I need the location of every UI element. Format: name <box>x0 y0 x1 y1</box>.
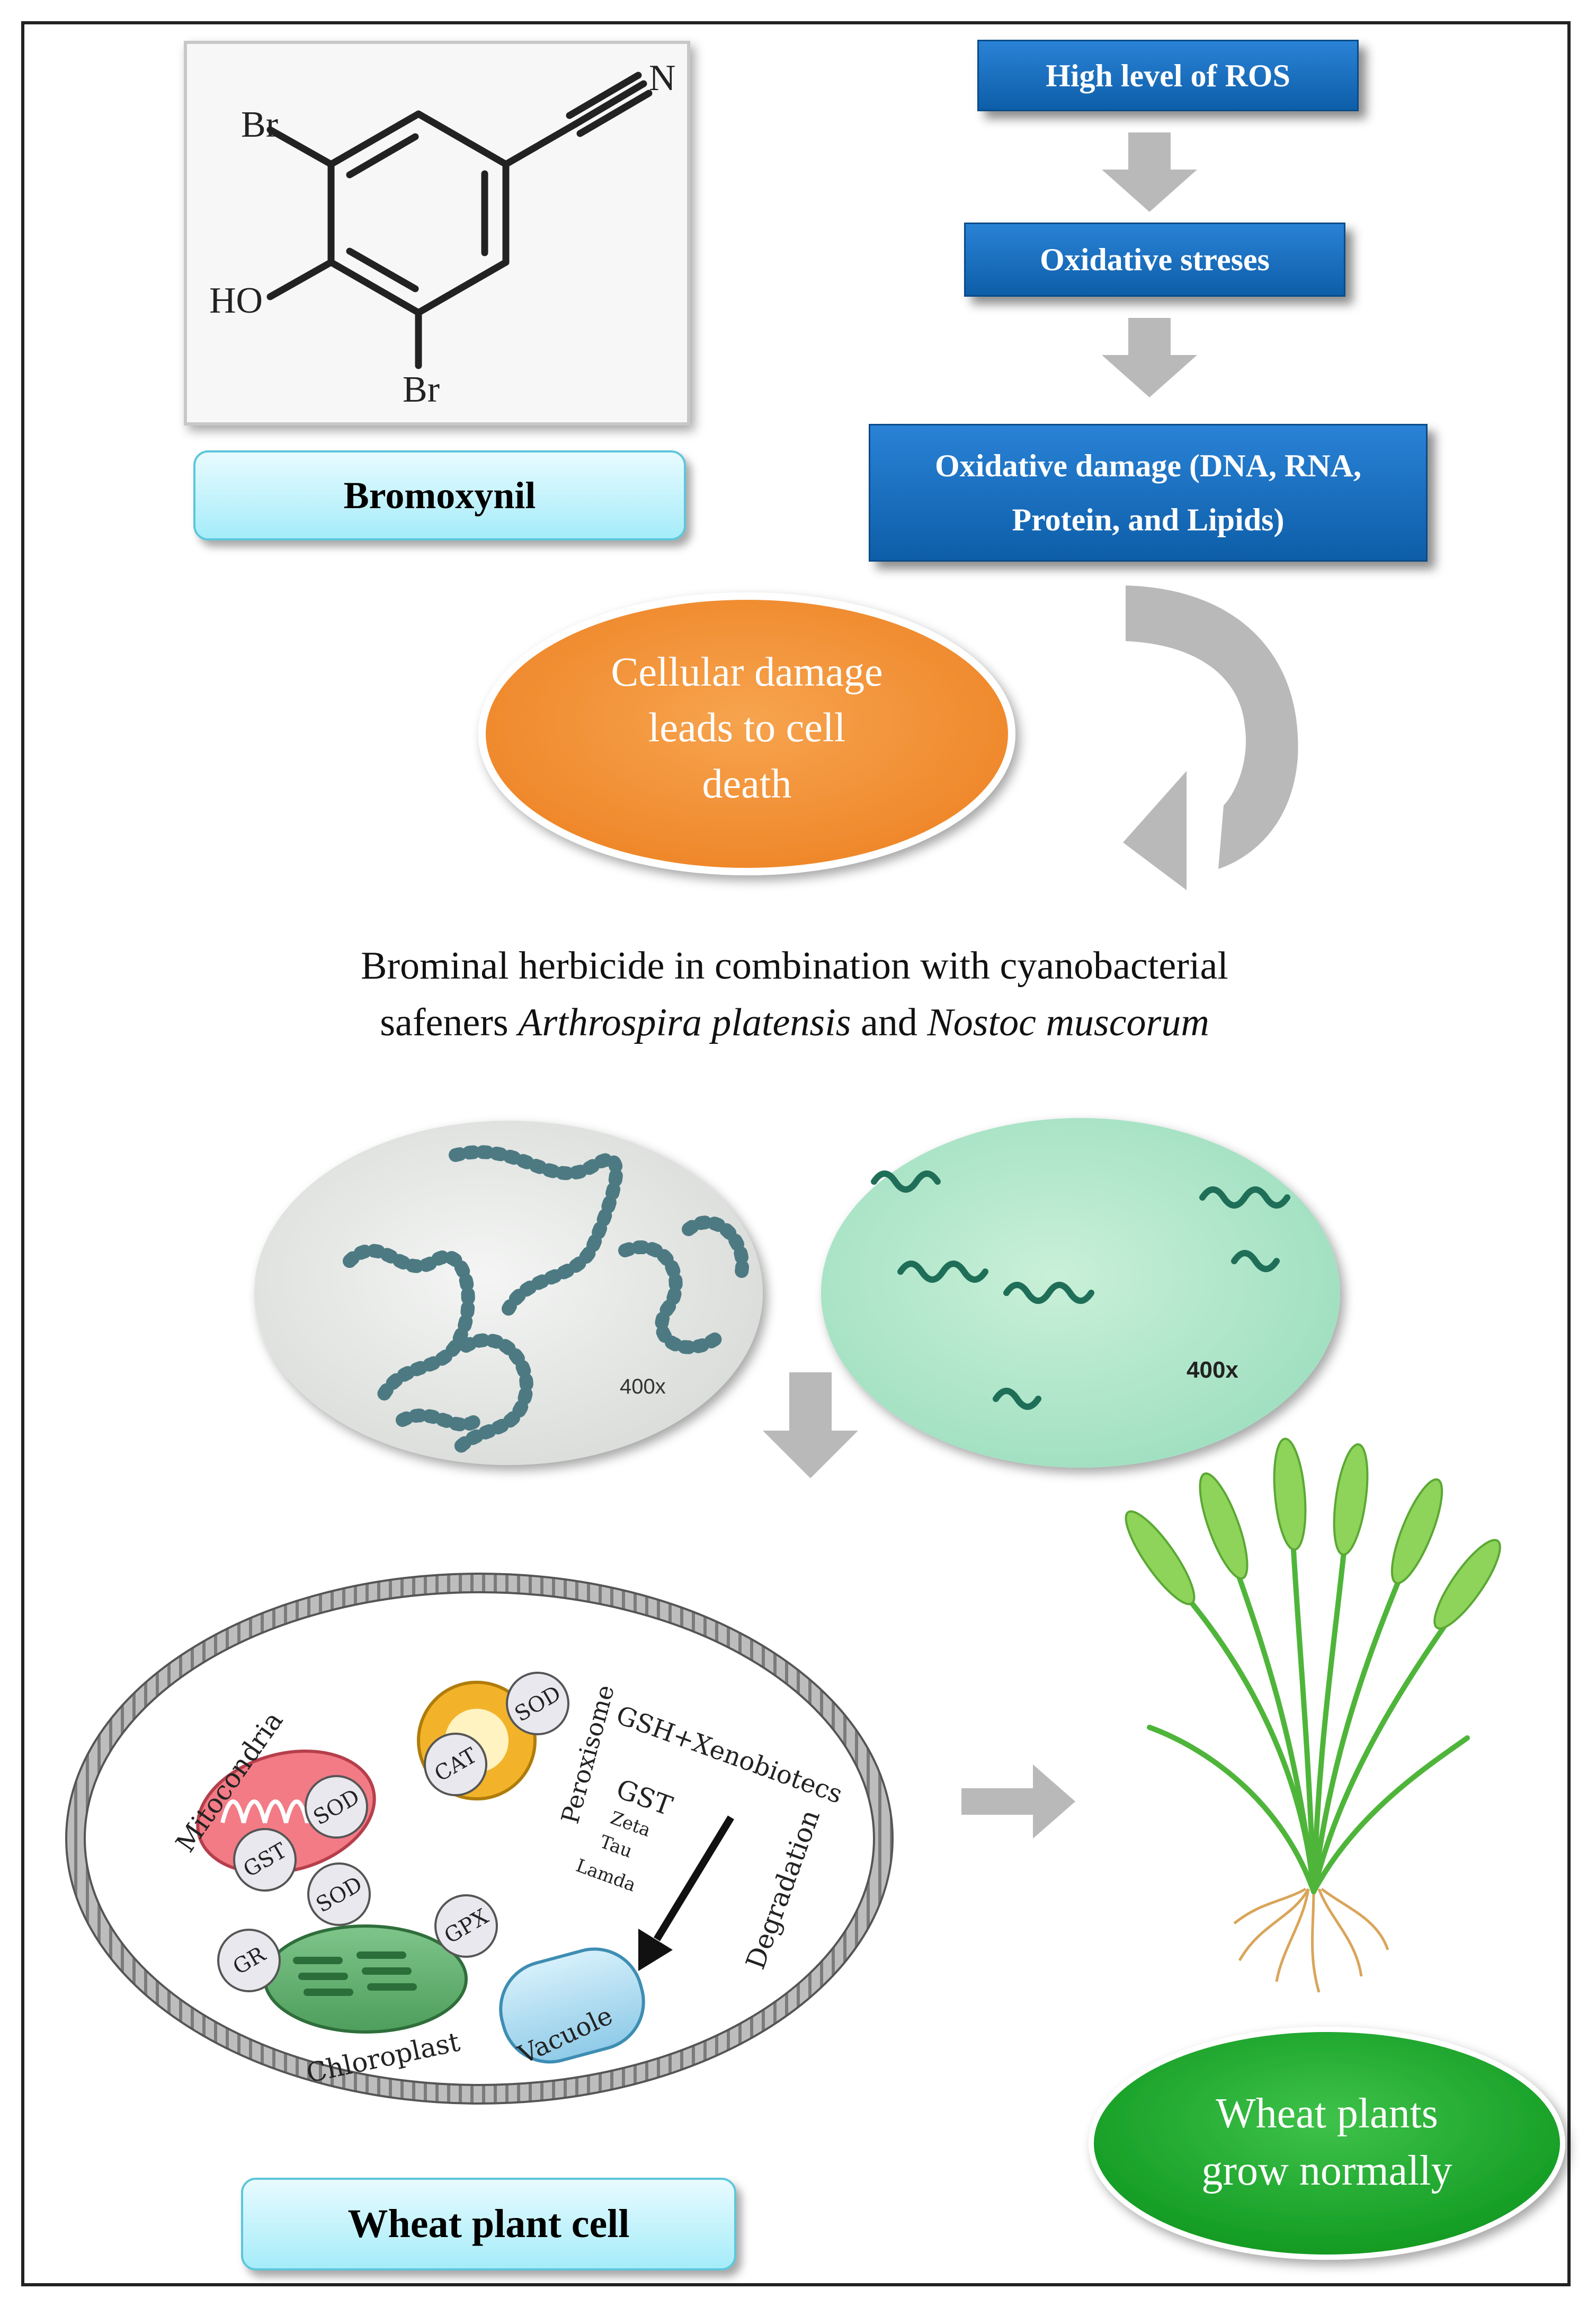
bubble-cat <box>424 1733 487 1796</box>
oxidative-stress-box: Oxidative streses <box>964 223 1345 297</box>
figure-border <box>21 21 1571 2286</box>
down-arrow-2 <box>1102 318 1197 397</box>
cell-death-text: Cellular damage leads to cell death <box>535 644 959 811</box>
down-arrow-3 <box>763 1372 858 1478</box>
benzene-ring <box>266 72 653 369</box>
wheat-roots <box>1233 1887 1389 1993</box>
arthrospira-magnification: 400x <box>1187 1357 1238 1383</box>
oxidative-damage-box: Oxidative damage (DNA, RNA, Protein, and… <box>869 424 1428 562</box>
bubble-gpx <box>434 1894 498 1958</box>
arthrospira-micrograph: 400x <box>821 1118 1340 1468</box>
degradation-arrow <box>638 1815 734 1971</box>
enzyme-bubbles <box>217 1672 569 1992</box>
bubble-sod-chloro <box>307 1862 371 1926</box>
bromoxynil-label-box: Bromoxynil <box>193 450 686 540</box>
cell-death-line1: Cellular damage <box>611 649 883 695</box>
wheat-grow-text: Wheat plants grow normally <box>1126 2085 1528 2199</box>
wheat-stems <box>1147 1529 1470 1894</box>
down-arrow-1 <box>1102 132 1197 212</box>
nostoc-micrograph: 400x <box>254 1121 763 1465</box>
right-arrow <box>961 1764 1075 1839</box>
bubble-sod-mito <box>305 1775 368 1839</box>
vacuole <box>499 1947 645 2064</box>
chloroplast <box>263 1924 468 2034</box>
atom-br-bottom: Br <box>403 369 440 410</box>
combination-caption: Brominal herbicide in combination with c… <box>159 938 1430 1052</box>
ros-box-text: High level of ROS <box>1046 58 1290 93</box>
wheat-cell-label-box: Wheat plant cell <box>241 2178 736 2270</box>
oxidative-damage-line2: Protein, and Lipids) <box>1012 502 1285 537</box>
wheat-plant-illustration <box>1125 1437 1501 1993</box>
bromoxynil-structure-panel: Br N HO Br <box>184 41 690 425</box>
caption-and: and <box>851 1001 928 1045</box>
wheat-grow-line2: grow normally <box>1201 2148 1452 2194</box>
atom-hydroxyl: HO <box>209 280 263 321</box>
bromoxynil-label: Bromoxynil <box>343 474 536 517</box>
species-arthrospira: Arthrospira platensis <box>518 1001 851 1045</box>
cell-death-line2: leads to cell <box>648 704 846 751</box>
caption-line2: safeners Arthrospira platensis and Nosto… <box>159 995 1430 1051</box>
nostoc-magnification: 400x <box>620 1375 666 1398</box>
bubble-sod-perox <box>506 1672 569 1735</box>
wheat-ears <box>1125 1437 1501 1630</box>
cell-death-oval <box>478 592 1015 875</box>
caption-prefix: safeners <box>380 1001 519 1045</box>
bubble-gr <box>217 1929 281 1992</box>
curved-arrow <box>1123 585 1298 890</box>
bubble-gst <box>233 1828 297 1892</box>
cell-death-line3: death <box>702 760 792 806</box>
ros-box: High level of ROS <box>977 40 1359 111</box>
oxidative-stress-box-text: Oxidative streses <box>1040 242 1270 277</box>
oxidative-damage-line1: Oxidative damage (DNA, RNA, <box>935 448 1361 483</box>
atom-nitrogen: N <box>649 58 676 99</box>
wheat-grow-line1: Wheat plants <box>1216 2090 1438 2137</box>
flow-arrows <box>1102 132 1197 397</box>
plant-cell-diagram: Mitocondria Peroxisome Chloroplast Vacuo… <box>65 1573 894 2105</box>
atom-br-top: Br <box>241 104 278 145</box>
wheat-grow-oval <box>1089 2027 1565 2260</box>
species-nostoc: Nostoc muscorum <box>927 1001 1209 1045</box>
wheat-cell-label: Wheat plant cell <box>347 2202 630 2246</box>
caption-line1: Brominal herbicide in combination with c… <box>361 944 1228 988</box>
